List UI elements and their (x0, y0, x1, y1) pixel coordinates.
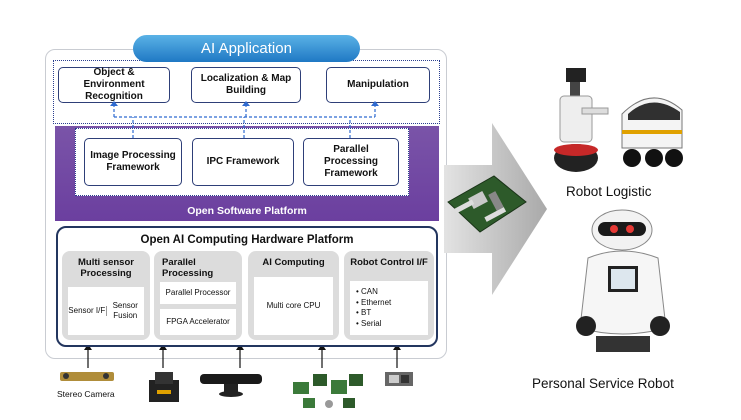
circuit-board-image (447, 175, 527, 233)
list-item: • CAN (356, 287, 378, 296)
kinect-sensor-image (200, 374, 262, 397)
service-robot-image (576, 209, 670, 352)
software-platform-title: Open Software Platform (187, 205, 307, 217)
list-item: • BT (356, 308, 372, 317)
ai-computing-title: AI Computing (262, 257, 325, 268)
multi-sensor-column: Multi sensor Processing Sensor I/F Senso… (62, 251, 150, 340)
multi-sensor-title: Multi sensor Processing (78, 257, 134, 279)
control-if-list: • CAN • Ethernet • BT • Serial (350, 281, 428, 335)
list-item: • Ethernet (356, 297, 392, 307)
manipulation-box: Manipulation (326, 67, 430, 103)
parallel-processing-title: Parallel Processing (162, 257, 214, 279)
hardware-platform-title: Open AI Computing Hardware Platform (140, 234, 354, 246)
ai-computing-column: AI Computing Multi core CPU (248, 251, 339, 340)
list-item: • Serial (356, 318, 382, 328)
robot-logistic-caption: Robot Logistic (566, 184, 652, 199)
ipc-framework-box: IPC Framework (192, 138, 294, 186)
sensor-fusion-label: Sensor Fusion (112, 301, 138, 320)
sensor-box-area: Sensor I/F Sensor Fusion (68, 287, 144, 335)
multi-core-cpu-box: Multi core CPU (254, 277, 333, 335)
control-module-image (385, 372, 413, 386)
stereo-camera-label: Stereo Camera (57, 389, 115, 399)
parallel-processor-box: Parallel Processor (160, 282, 236, 304)
parallel-processing-box: Parallel Processing Framework (303, 138, 399, 186)
stereo-camera-image (60, 372, 114, 381)
sensor-modules-image (293, 374, 363, 408)
robot-control-column: Robot Control I/F • CAN • Ethernet • BT … (344, 251, 434, 340)
localization-box: Localization & Map Building (191, 67, 301, 103)
ai-application-title: AI Application (133, 35, 360, 62)
fpga-accelerator-box: FPGA Accelerator (160, 309, 236, 335)
image-processing-box: Image Processing Framework (84, 138, 182, 186)
parallel-processing-column: Parallel Processing Parallel Processor F… (154, 251, 242, 340)
lidar-sensor-image (149, 372, 179, 402)
personal-service-robot-caption: Personal Service Robot (532, 376, 674, 391)
sensor-if-label: Sensor I/F (68, 306, 107, 316)
robot-control-title: Robot Control I/F (350, 257, 428, 268)
logistic-robot-image (554, 68, 683, 172)
object-recognition-box: Object & Environment Recognition (58, 67, 170, 103)
